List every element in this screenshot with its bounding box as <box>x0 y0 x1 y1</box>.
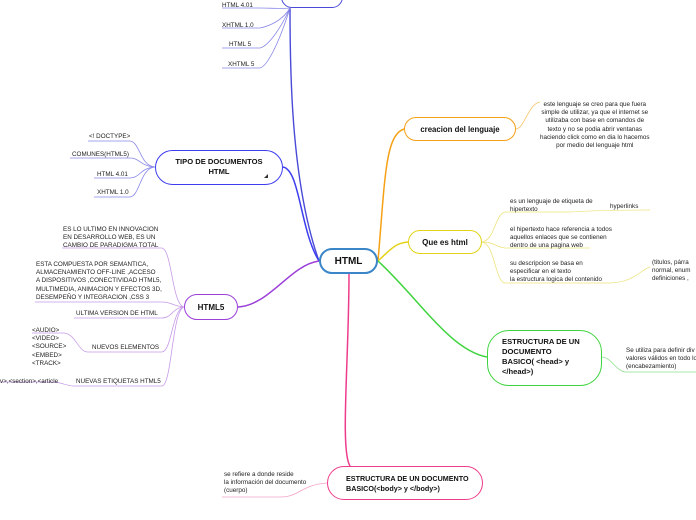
topic-html5[interactable]: HTML5 <box>184 294 238 320</box>
tipo-item-doctype: <! DOCTYPE> <box>89 133 131 140</box>
top-branch-node[interactable] <box>281 0 343 8</box>
head-descripcion: Se utiliza para definir div valores váli… <box>626 347 696 371</box>
body-descripcion: se refiere a donde reside la información… <box>224 471 307 495</box>
topic-tipo-documentos[interactable]: TIPO DE DOCUMENTOS HTML <box>155 150 283 185</box>
creacion-text: este lenguaje se creo para que fuera sim… <box>540 101 650 150</box>
que-es-titulos-cut: (titulos, párra normal, enum definicione… <box>652 259 691 283</box>
topic-estructura-body[interactable]: ESTRUCTURA DE UN DOCUMENTO BASICO(<body>… <box>327 466 483 500</box>
topic-creacion-lenguaje[interactable]: creacion del lenguaje <box>404 117 516 141</box>
que-es-descripcion: su descripcion se basa en especificar en… <box>510 260 603 284</box>
html5-etiquetas-items: v>,<section>,<article <box>0 378 59 385</box>
top-item-html5: HTML 5 <box>229 41 252 48</box>
tipo-item-html401: HTML 4.01 <box>97 171 128 178</box>
topic-estructura-head[interactable]: ESTRUCTURA DE UN DOCUMENTO BASICO( <head… <box>487 330 602 386</box>
html5-compuesta: ESTA COMPUESTA POR SEMANTICA, ALMACENAMI… <box>36 261 162 301</box>
tipo-title-line1: TIPO DE DOCUMENTOS <box>175 157 263 166</box>
top-item-xhtml5: XHTML 5 <box>228 61 255 68</box>
collapse-arrow-icon[interactable] <box>264 174 268 178</box>
topic-que-es-html[interactable]: Que es html <box>408 230 482 254</box>
tipo-title-line2: HTML <box>208 166 230 176</box>
top-item-xhtml10: XHTML 1.0 <box>222 22 254 29</box>
html5-ultima-version: ULTIMA VERSION DE HTML <box>76 310 158 317</box>
tipo-item-xhtml10: XHTML 1.0 <box>97 189 129 196</box>
html5-nuevos-items: <AUDIO> <VIDEO> <SOURCE> <EMBED> <TRACK> <box>32 327 67 367</box>
que-es-hipertexto: el hipertexto hace referencia a todos aq… <box>510 226 612 250</box>
top-item-html401: HTML 4.01 <box>222 2 253 9</box>
que-es-definicion: es un lenguaje de etiqueta de hipertexto <box>510 198 593 214</box>
central-topic[interactable]: HTML <box>319 248 378 274</box>
html5-nuevos-elementos: NUEVOS ELEMENTOS <box>92 344 160 351</box>
tipo-item-comunes: COMUNES(HTML5) <box>72 151 130 158</box>
html5-intro: ES LO ULTIMO EN INNOVACION EN DESARROLLO… <box>63 226 159 250</box>
que-es-hyperlinks: hyperlinks <box>610 203 639 210</box>
html5-nuevas-etiquetas: NUEVAS ETIQUETAS HTML5 <box>76 378 161 385</box>
